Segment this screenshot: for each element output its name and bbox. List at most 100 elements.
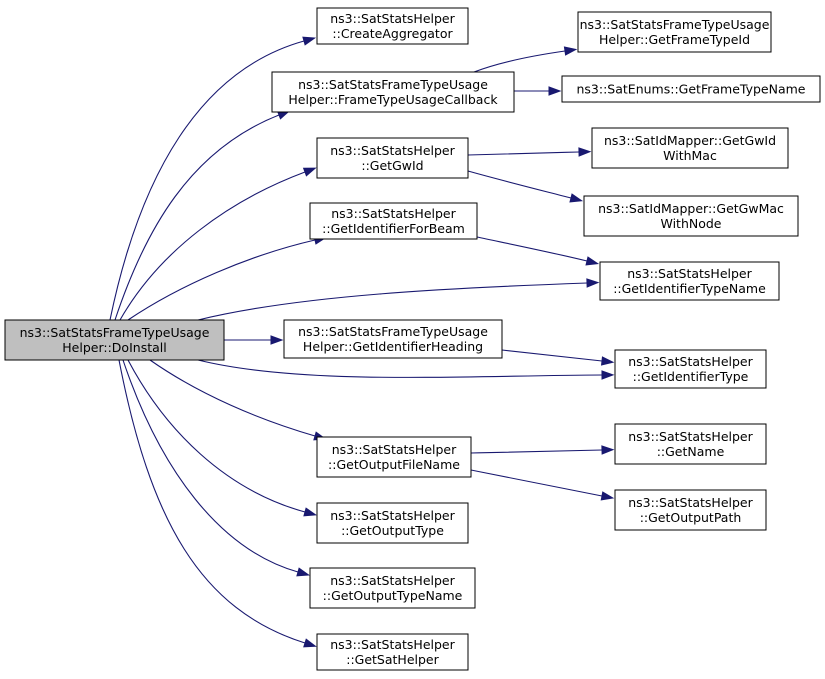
node-box	[316, 436, 472, 478]
node-box	[316, 502, 469, 544]
node-get-ft-name[interactable]: ns3::SatEnums::GetFrameTypeName	[561, 75, 821, 103]
node-box	[561, 75, 821, 103]
edge-ftu_callback-to-get_ft_name	[514, 86, 562, 96]
node-label-line: ns3::SatStatsHelper	[628, 495, 753, 510]
node-box	[4, 319, 225, 361]
edge-line	[127, 359, 306, 513]
arrowhead-icon	[601, 370, 615, 380]
edge-doinstall-to-id_heading	[224, 335, 284, 345]
edge-get_gw_id-to-gw_mac_with_node	[467, 170, 584, 203]
node-label-line: ns3::SatStatsHelper	[330, 637, 455, 652]
node-label-line: ns3::SatStatsFrameTypeUsage	[298, 324, 488, 339]
edge-doinstall-to-id_for_beam	[127, 235, 328, 321]
node-box	[309, 567, 476, 609]
node-label-line: ::CreateAggregator	[332, 26, 453, 41]
node-label-line: ns3::SatStatsHelper	[330, 143, 455, 158]
node-label-line: ns3::SatStatsHelper	[628, 429, 753, 444]
edge-line	[119, 171, 306, 321]
edge-line	[118, 359, 306, 644]
node-box	[316, 633, 469, 671]
edge-line	[197, 282, 588, 321]
arrowhead-icon	[296, 567, 310, 577]
node-get-gw-id[interactable]: ns3::SatStatsHelper::GetGwId	[316, 137, 469, 179]
node-label-line: ::GetOutputFileName	[328, 457, 460, 472]
node-label-line: ::GetIdentifierTypeName	[613, 281, 766, 296]
node-label-line: ::GetOutputPath	[640, 510, 742, 525]
edge-doinstall-to-out_type	[127, 359, 318, 517]
node-label-line: ns3::SatStatsFrameTypeUsage	[298, 77, 488, 92]
node-id-type-name[interactable]: ns3::SatStatsHelper::GetIdentifierTypeNa…	[599, 261, 780, 301]
node-box	[577, 11, 772, 53]
node-label-line: ::GetName	[657, 444, 725, 459]
node-label-line: ns3::SatStatsHelper	[330, 11, 455, 26]
node-label-line: ns3::SatStatsFrameTypeUsage	[20, 325, 210, 340]
edge-ftu_callback-to-get_ft_id	[473, 46, 578, 73]
node-out-type-name[interactable]: ns3::SatStatsHelper::GetOutputTypeName	[309, 567, 476, 609]
edge-layer	[109, 36, 615, 648]
edge-line	[470, 449, 603, 454]
node-ftu-callback[interactable]: ns3::SatStatsFrameTypeUsageHelper::Frame…	[271, 71, 515, 113]
edge-line	[476, 236, 588, 262]
edge-line	[470, 469, 603, 497]
node-box	[271, 71, 515, 113]
edge-line	[197, 359, 603, 378]
edge-line	[109, 40, 305, 321]
node-label-line: Helper::GetIdentifierHeading	[303, 339, 483, 354]
edge-doinstall-to-id_type	[197, 359, 615, 380]
node-out-path[interactable]: ns3::SatStatsHelper::GetOutputPath	[614, 489, 767, 531]
arrowhead-icon	[601, 445, 615, 455]
edge-doinstall-to-out_file_name	[149, 359, 327, 441]
node-get-ft-id[interactable]: ns3::SatStatsFrameTypeUsageHelper::GetFr…	[577, 11, 772, 53]
node-box	[614, 423, 767, 465]
node-label-line: Helper::FrameTypeUsageCallback	[288, 92, 498, 107]
node-label-line: ::GetSatHelper	[346, 652, 439, 667]
edge-out_file_name-to-get_name	[470, 445, 615, 455]
arrowhead-icon	[600, 356, 615, 366]
node-sat-helper[interactable]: ns3::SatStatsHelper::GetSatHelper	[316, 633, 469, 671]
edge-id_heading-to-id_type	[501, 349, 615, 366]
edge-line	[127, 239, 316, 321]
edge-doinstall-to-get_gw_id	[119, 167, 317, 321]
node-out-file-name[interactable]: ns3::SatStatsHelper::GetOutputFileName	[316, 436, 472, 478]
node-label-line: ::GetOutputType	[341, 523, 444, 538]
node-out-type[interactable]: ns3::SatStatsHelper::GetOutputType	[316, 502, 469, 544]
arrowhead-icon	[302, 36, 317, 46]
node-label-line: ns3::SatStatsHelper	[627, 266, 752, 281]
node-box	[591, 127, 789, 169]
arrowhead-icon	[302, 167, 317, 177]
node-id-heading[interactable]: ns3::SatStatsFrameTypeUsageHelper::GetId…	[283, 319, 503, 359]
node-box	[614, 349, 767, 389]
edge-line	[467, 151, 580, 156]
node-label-line: ns3::SatStatsHelper	[330, 573, 455, 588]
node-layer: ns3::SatStatsFrameTypeUsageHelper::DoIns…	[4, 7, 821, 671]
node-doinstall[interactable]: ns3::SatStatsFrameTypeUsageHelper::DoIns…	[4, 319, 225, 361]
edge-line	[149, 359, 316, 437]
node-label-line: ns3::SatStatsHelper	[332, 442, 457, 457]
node-label-line: WithMac	[663, 148, 717, 163]
arrowhead-icon	[303, 638, 317, 648]
arrowhead-icon	[585, 256, 600, 266]
node-box	[309, 202, 478, 240]
node-id-for-beam[interactable]: ns3::SatStatsHelper::GetIdentifierForBea…	[309, 202, 478, 240]
node-label-line: WithNode	[660, 216, 721, 231]
node-label-line: ::GetIdentifierType	[633, 369, 749, 384]
node-label-line: ns3::SatIdMapper::GetGwId	[604, 133, 776, 148]
arrowhead-icon	[548, 86, 562, 96]
node-get-name[interactable]: ns3::SatStatsHelper::GetName	[614, 423, 767, 465]
node-label-line: ns3::SatIdMapper::GetGwMac	[598, 201, 784, 216]
node-box	[316, 137, 469, 179]
edge-line	[122, 359, 299, 573]
node-id-type[interactable]: ns3::SatStatsHelper::GetIdentifierType	[614, 349, 767, 389]
edge-line	[114, 114, 280, 321]
edge-line	[501, 349, 603, 362]
node-label-line: ns3::SatEnums::GetFrameTypeName	[577, 82, 806, 97]
node-box	[599, 261, 780, 301]
arrowhead-icon	[563, 46, 578, 56]
node-create-agg[interactable]: ns3::SatStatsHelper::CreateAggregator	[316, 7, 469, 45]
edge-doinstall-to-create_agg	[109, 36, 317, 321]
node-box	[583, 195, 799, 237]
edge-line	[473, 50, 566, 73]
